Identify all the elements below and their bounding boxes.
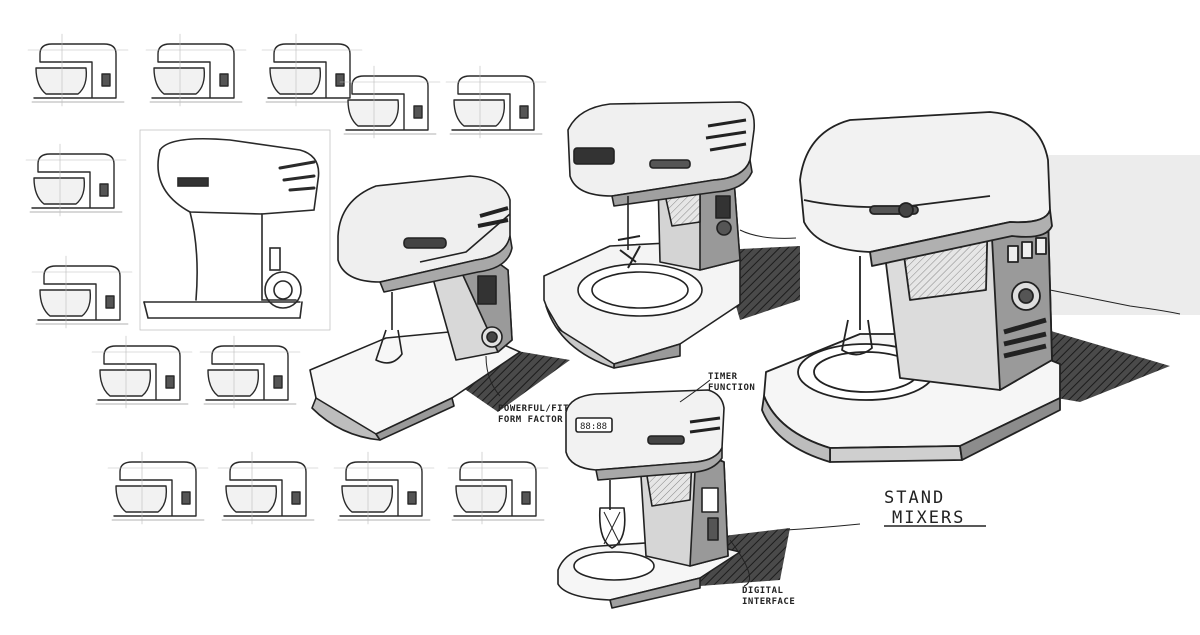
- mixer-sketch-2: [543, 101, 800, 369]
- backdrop-panel: [1040, 155, 1200, 315]
- annotation-digital: DIGITAL INTERFACE: [742, 586, 795, 608]
- side-view-sketch: [139, 129, 331, 331]
- sheet-title-line2: MIXERS: [892, 508, 966, 528]
- annotation-form-factor-line2: FORM FACTOR: [498, 415, 564, 425]
- annotation-form-factor: POWERFUL/FIT FORM FACTOR: [498, 404, 569, 426]
- annotation-timer-line2: FUNCTION: [708, 383, 756, 393]
- mixer-sketch-4: 88:88: [557, 389, 790, 609]
- annotation-timer: TIMER FUNCTION: [708, 372, 755, 394]
- annotation-timer-line1: TIMER: [708, 372, 738, 382]
- mixer-sketch-3: [761, 111, 1181, 463]
- annotation-digital-line2: INTERFACE: [742, 597, 796, 607]
- mixer-sketch-1: [309, 175, 570, 441]
- svg-text:88:88: 88:88: [580, 422, 607, 432]
- annotation-form-factor-line1: POWERFUL/FIT: [498, 404, 570, 414]
- sheet-title: STAND MIXERS: [884, 488, 965, 528]
- annotation-leaders: [485, 355, 986, 587]
- sheet-title-line1: STAND: [884, 488, 946, 508]
- annotation-digital-line1: DIGITAL: [742, 586, 784, 596]
